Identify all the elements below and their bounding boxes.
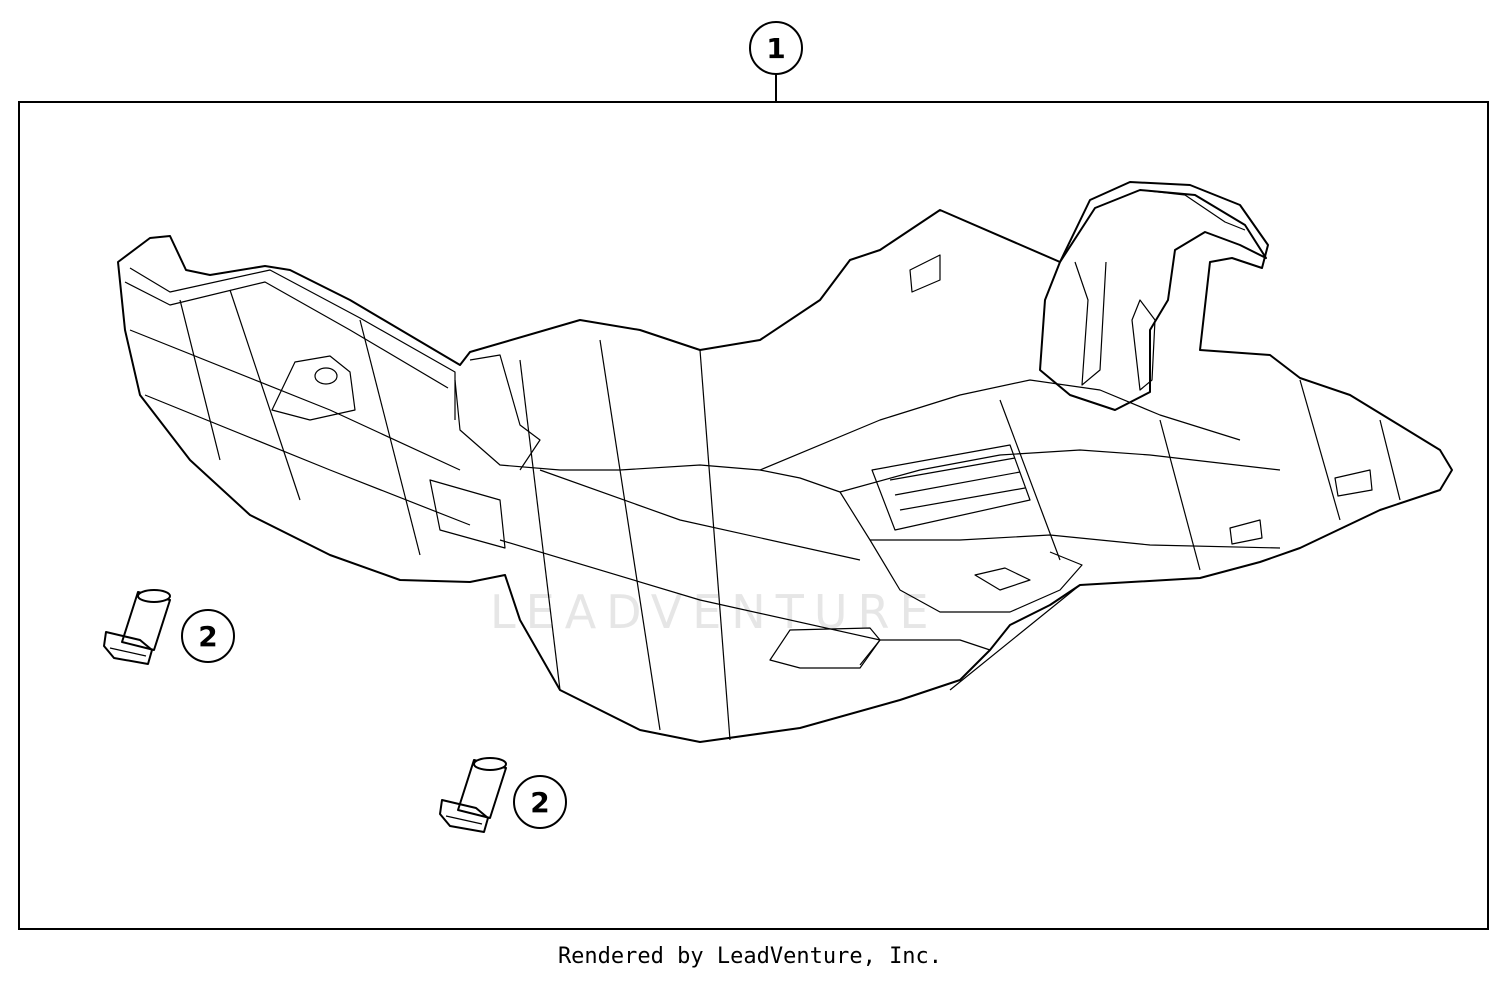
callout-2a[interactable]: 2 — [181, 609, 235, 663]
skid-plate-part[interactable] — [117, 181, 1453, 743]
footer-credit: Rendered by LeadVenture, Inc. — [557, 944, 943, 969]
bolt-icon[interactable] — [103, 589, 171, 665]
watermark: LEADVENTURE — [490, 585, 939, 639]
diagram-frame — [18, 101, 1489, 930]
callout-1[interactable]: 1 — [749, 21, 803, 102]
callout-2a-label: 2 — [198, 620, 217, 653]
callout-1-label: 1 — [766, 32, 785, 65]
bolt-icon[interactable] — [439, 757, 507, 833]
callout-2b-label: 2 — [530, 786, 549, 819]
callout-2b[interactable]: 2 — [513, 775, 567, 829]
